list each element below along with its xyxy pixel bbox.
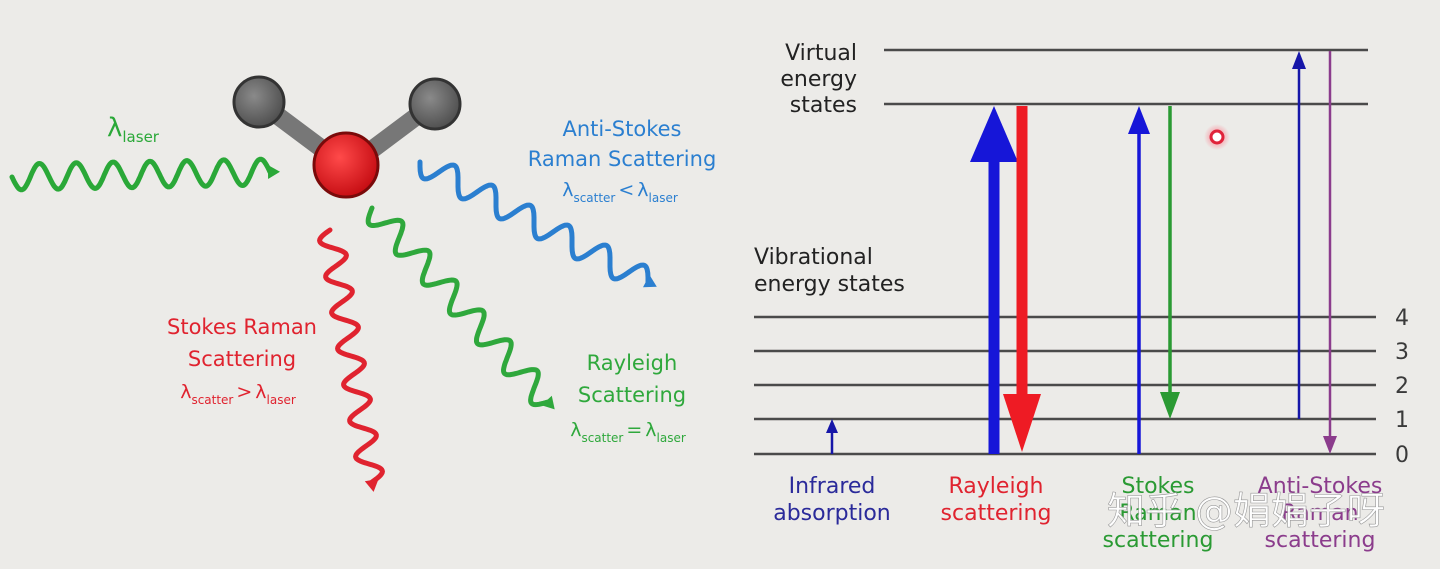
level-number-3: 3 xyxy=(1395,340,1409,365)
molecule-panel: λlaser Anti-Stokes Raman Scattering λsca… xyxy=(9,75,717,492)
level-number-0: 0 xyxy=(1395,443,1409,468)
red-dot xyxy=(1209,129,1225,145)
rayleigh-label-line1: Rayleigh xyxy=(949,474,1044,499)
watermark: 知乎 @娟娟子呀 xyxy=(1107,489,1385,533)
virtual-label-line2: energy xyxy=(780,67,857,92)
stokes-label-line2: Raman xyxy=(1119,501,1196,526)
level-number-1: 1 xyxy=(1395,408,1409,433)
anti-stokes-text: Anti-Stokes Raman Scattering λscatter<λl… xyxy=(528,117,717,205)
level-number-4: 4 xyxy=(1395,306,1409,331)
virtual-states-label: Virtual energy states xyxy=(780,41,857,118)
rayleigh-title: Rayleigh xyxy=(587,351,678,375)
stokes-emission-arrowhead xyxy=(1160,392,1180,419)
grey-atom-left xyxy=(232,75,286,129)
laser-label: λlaser xyxy=(107,113,160,146)
rayleigh-excitation-arrowhead xyxy=(970,106,1018,162)
infrared-label-line1: Infrared xyxy=(789,474,876,499)
rayleigh-arrowhead xyxy=(541,395,555,410)
rayleigh-relation: λscatter=λlaser xyxy=(570,419,686,445)
laser-wave xyxy=(9,156,273,193)
infrared-arrowhead xyxy=(826,419,838,433)
molecule xyxy=(232,75,462,199)
anti-stokes-label-line1: Anti-Stokes xyxy=(1258,474,1383,499)
process-labels: Infrared absorption Rayleigh scattering … xyxy=(773,474,1382,553)
stokes-label-line1: Stokes xyxy=(1121,474,1194,499)
anti-stokes-wave xyxy=(417,159,651,285)
energy-panel: 4 3 2 1 0 Virtual energy states Vibratio… xyxy=(754,41,1409,553)
anti-stokes-label-line3: scattering xyxy=(1265,528,1376,553)
laser-arrowhead xyxy=(267,165,280,179)
anti-stokes-title: Anti-Stokes xyxy=(562,117,681,141)
rayleigh-wave xyxy=(365,205,551,408)
anti-stokes-emission-arrowhead xyxy=(1323,436,1337,454)
anti-stokes-arrowhead xyxy=(643,274,657,288)
anti-stokes-subtitle: Raman Scattering xyxy=(528,147,717,171)
level-number-2: 2 xyxy=(1395,374,1409,399)
stokes-subtitle: Scattering xyxy=(188,347,296,371)
stokes-text: Stokes Raman Scattering λscatter>λlaser xyxy=(167,315,317,407)
vibrational-states-label: Vibrational energy states xyxy=(754,245,905,297)
stokes-wave xyxy=(317,227,385,485)
rayleigh-subtitle: Scattering xyxy=(578,383,686,407)
grey-atom-right xyxy=(408,77,462,131)
stokes-arrowhead xyxy=(364,478,379,492)
anti-stokes-relation: λscatter<λlaser xyxy=(562,179,678,205)
vibrational-label-line2: energy states xyxy=(754,272,905,297)
stokes-label-line3: scattering xyxy=(1103,528,1214,553)
anti-stokes-excitation-arrowhead xyxy=(1292,51,1306,69)
anti-stokes-label-line2: Raman xyxy=(1281,501,1358,526)
infrared-label-line2: absorption xyxy=(773,501,891,526)
vibrational-label-line1: Vibrational xyxy=(754,245,873,270)
virtual-label-line1: Virtual xyxy=(785,41,857,66)
level-numbers: 4 3 2 1 0 xyxy=(1395,306,1409,468)
stokes-excitation-arrowhead xyxy=(1128,106,1150,134)
rayleigh-emission-arrowhead xyxy=(1003,394,1041,452)
virtual-label-line3: states xyxy=(790,93,857,118)
stokes-relation: λscatter>λlaser xyxy=(180,381,296,407)
red-atom-center xyxy=(312,131,380,199)
rayleigh-label-line2: scattering xyxy=(941,501,1052,526)
rayleigh-text: Rayleigh Scattering λscatter=λlaser xyxy=(570,351,686,445)
stokes-title: Stokes Raman xyxy=(167,315,317,339)
